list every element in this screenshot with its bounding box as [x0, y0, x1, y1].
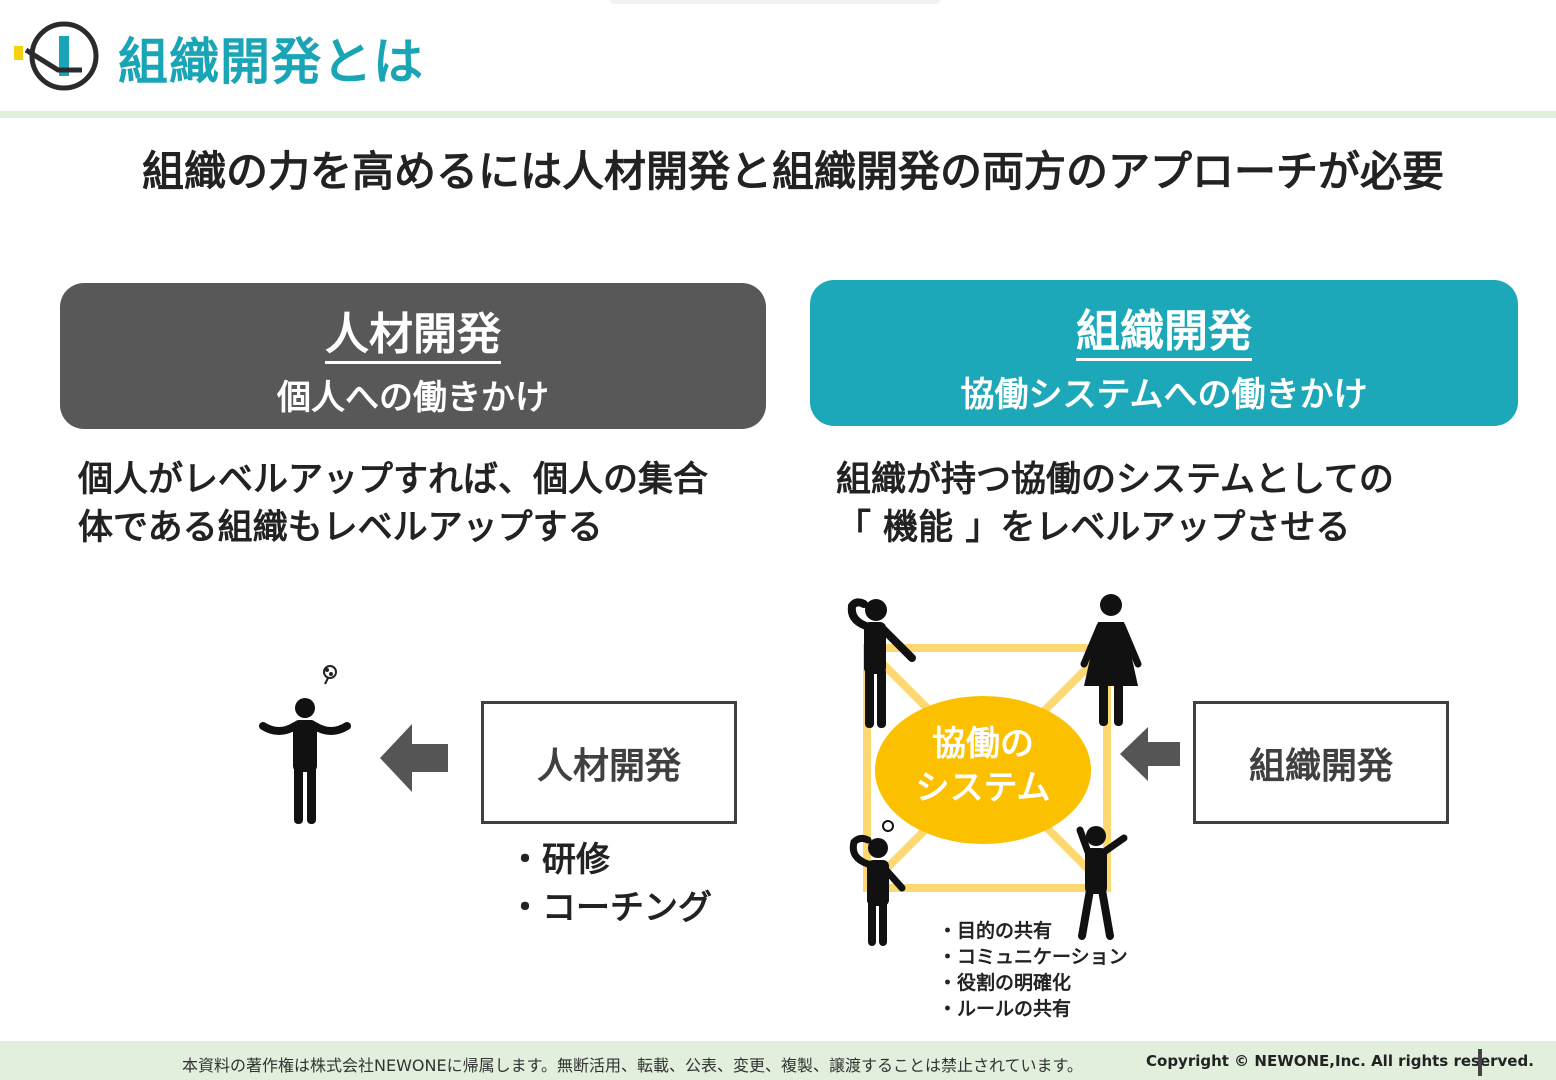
description-line: 個人がレベルアップすれば、個人の集合: [78, 460, 709, 500]
organization-development-subtitle: 協働システムへの働きかけ: [960, 375, 1368, 415]
person-woman-icon: [1080, 594, 1142, 726]
organization-development-box: 組織開発: [1193, 701, 1449, 824]
collaboration-system-diagram: [847, 594, 1142, 946]
talent-development-box-label: 人材開発: [536, 745, 681, 787]
list-item: ・目的の共有: [938, 920, 1053, 942]
talent-development-subtitle: 個人への働きかけ: [277, 378, 549, 418]
copyright-notice: 本資料の著作権は株式会社NEWONEに帰属します。無断活用、転載、公表、変更、複…: [182, 1056, 1083, 1075]
talent-development-box: 人材開発: [481, 701, 737, 824]
copyright-text: Copyright © NEWONE,Inc. All rights reser…: [1146, 1052, 1534, 1070]
system-label-line: 協働の: [932, 724, 1034, 764]
description-line: 体である組織もレベルアップする: [78, 508, 603, 548]
list-item: ・コミュニケーション: [938, 946, 1128, 968]
thought-bubble-icon: [323, 665, 337, 685]
talent-development-description: 個人がレベルアップすれば、個人の集合 体である組織もレベルアップする: [78, 456, 708, 552]
collaboration-system-ellipse: [875, 696, 1091, 844]
talent-development-panel: 人材開発 個人への働きかけ: [60, 283, 766, 429]
organization-development-description: 組織が持つ協働のシステムとしての 「 機能 」をレベルアップさせる: [836, 456, 1394, 552]
collaboration-system-label: 協働の システム: [875, 722, 1091, 810]
person-waving-icon: [1076, 826, 1128, 940]
footer: 本資料の著作権は株式会社NEWONEに帰属します。無断活用、転載、公表、変更、複…: [0, 1041, 1556, 1080]
person-thinking-icon: [847, 598, 916, 728]
collaboration-elements-list: ・目的の共有 ・コミュニケーション ・役割の明確化 ・ルールの共有: [938, 918, 1128, 1022]
newone-logo: [14, 21, 99, 91]
description-line: 「 機能 」をレベルアップさせる: [836, 508, 1351, 548]
top-shadow: [610, 0, 940, 4]
list-item: ・研修: [508, 840, 610, 880]
arrow-left-icon: [380, 724, 448, 792]
header-divider: [0, 111, 1556, 118]
list-item: ・ルールの共有: [938, 998, 1072, 1020]
organization-development-title: 組織開発: [1076, 308, 1252, 361]
talent-development-title: 人材開発: [325, 311, 501, 364]
organization-development-panel: 組織開発 協働システムへの働きかけ: [810, 280, 1518, 426]
description-line: 組織が持つ協働のシステムとしての: [836, 460, 1394, 500]
talent-development-methods: ・研修 ・コーチング: [508, 836, 712, 932]
arrow-left-icon: [1120, 727, 1180, 781]
person-pondering-icon: [849, 820, 906, 946]
page-marker: [1478, 1049, 1482, 1076]
individual-person-icon: [259, 665, 351, 824]
system-label-line: システム: [915, 768, 1051, 808]
list-item: ・役割の明確化: [938, 972, 1072, 994]
organization-development-box-label: 組織開発: [1248, 745, 1393, 787]
page-title: 組織開発とは: [118, 33, 424, 91]
main-heading: 組織の力を高めるには人材開発と組織開発の両方のアプローチが必要: [141, 147, 1444, 196]
list-item: ・コーチング: [508, 888, 712, 928]
